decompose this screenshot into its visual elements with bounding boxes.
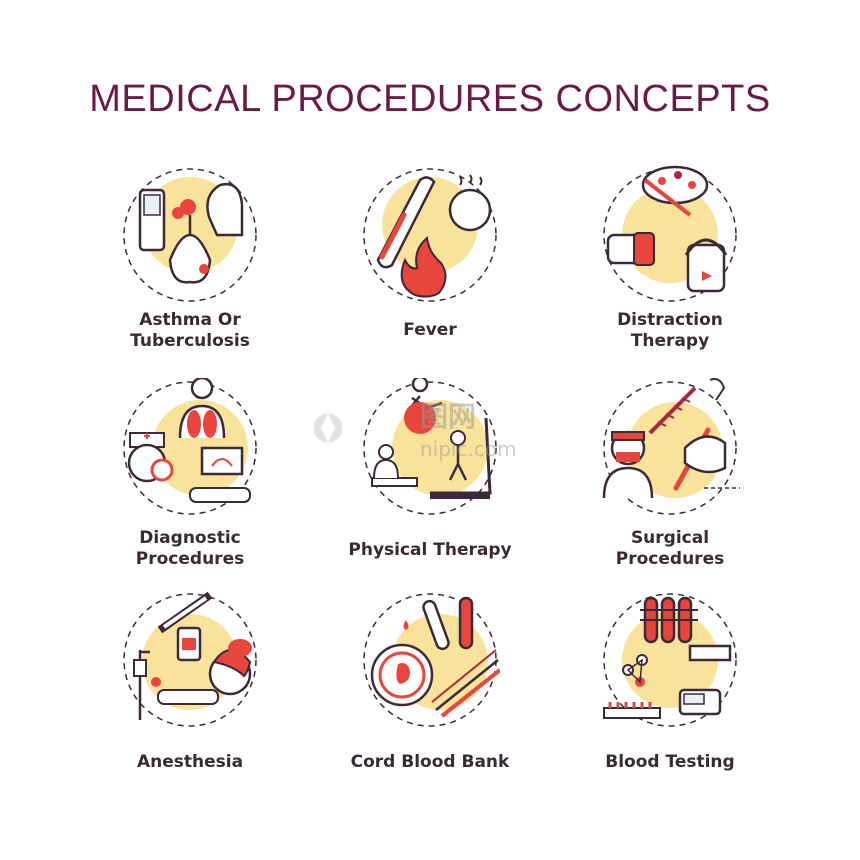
surgeon-scalpel-icon	[602, 378, 740, 515]
concept-label: Cord Blood Bank	[300, 752, 560, 773]
concept-label: Physical Therapy	[300, 540, 560, 561]
label-line-1: Blood Testing	[605, 752, 735, 772]
concept-card-anesthesia: Anesthesia	[60, 590, 320, 800]
label-line-2: Therapy	[630, 331, 710, 351]
concept-label: Distraction Therapy	[540, 310, 800, 352]
label-line-1: Cord Blood Bank	[350, 752, 510, 772]
concept-card-fever: Fever	[300, 165, 560, 375]
concept-label: Fever	[300, 320, 560, 341]
label-line-2: Procedures	[615, 549, 725, 569]
label-line-1: Diagnostic	[139, 528, 241, 548]
label-line-1: Surgical	[630, 528, 710, 548]
label-line-1: Fever	[403, 320, 457, 340]
lungs-inhaler-icon	[123, 168, 257, 302]
fetus-test-tube-icon	[363, 593, 500, 727]
concept-card-distraction-therapy: Distraction Therapy	[540, 165, 800, 375]
treadmill-exercise-icon	[363, 378, 497, 515]
label-line-1: Anesthesia	[136, 752, 244, 772]
label-line-1: Physical Therapy	[348, 540, 512, 560]
concept-card-cord-blood-bank: Cord Blood Bank	[300, 590, 560, 800]
concept-label: Blood Testing	[540, 752, 800, 773]
concept-label: Surgical Procedures	[540, 528, 800, 570]
test-tubes-device-icon	[603, 593, 737, 727]
watermark-subtext: nipic.com	[420, 437, 517, 461]
concept-label: Diagnostic Procedures	[60, 528, 320, 570]
page-title: MEDICAL PROCEDURES CONCEPTS	[89, 78, 771, 120]
vr-headset-palette-icon	[603, 165, 737, 302]
doctor-ultrasound-icon	[123, 378, 257, 515]
label-line-2: Tuberculosis	[130, 331, 250, 351]
label-line-1: Distraction	[617, 310, 723, 330]
concept-card-physical-therapy: Physical Therapy	[300, 378, 560, 588]
concept-label: Asthma Or Tuberculosis	[60, 310, 320, 352]
concept-card-blood-testing: Blood Testing	[540, 590, 800, 800]
concept-label: Anesthesia	[60, 752, 320, 773]
concept-card-surgical: Surgical Procedures	[540, 378, 800, 588]
label-line-1: Asthma Or	[139, 310, 241, 330]
label-line-2: Procedures	[135, 549, 245, 569]
syringe-sleep-icon	[123, 591, 257, 727]
concept-card-asthma: Asthma Or Tuberculosis	[60, 165, 320, 375]
watermark-text: 图网	[420, 400, 477, 433]
concept-card-diagnostic: Diagnostic Procedures	[60, 378, 320, 588]
thermometer-fire-icon	[363, 168, 497, 302]
watermark-logo-icon	[313, 413, 343, 443]
